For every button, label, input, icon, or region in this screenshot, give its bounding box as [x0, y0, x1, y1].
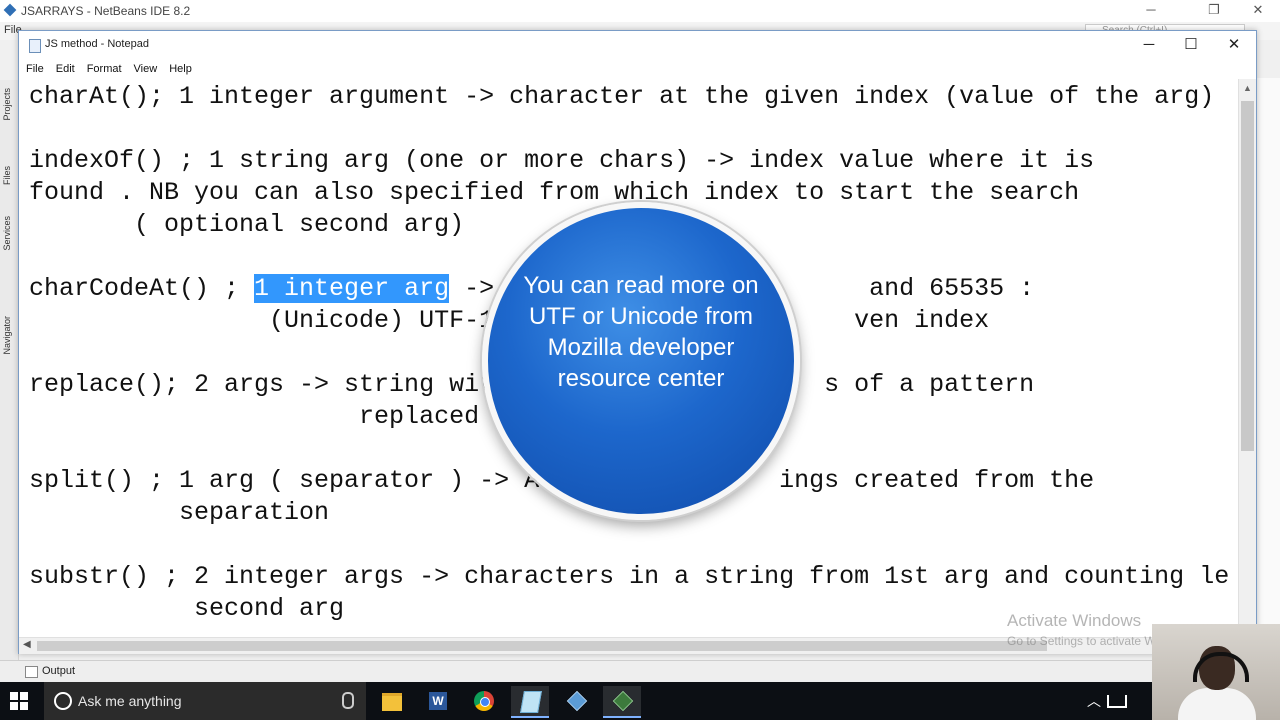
taskbar-cube-app[interactable] — [557, 686, 595, 716]
activate-windows-title: Activate Windows — [1007, 611, 1142, 630]
text-line: ( optional second arg) — [29, 210, 465, 239]
notepad-menubar: File Edit Format View Help — [19, 59, 1256, 79]
text-line: replaced b — [29, 402, 510, 431]
taskbar-search-text: Ask me anything — [78, 693, 182, 709]
output-icon — [25, 666, 38, 678]
webcam-video — [1152, 624, 1280, 720]
netbeans-bottom-bar: Output — [0, 660, 1280, 683]
menu-view[interactable]: View — [133, 63, 158, 75]
network-icon[interactable] — [1107, 695, 1127, 708]
text-line: substr() ; 2 integer args -> characters … — [29, 562, 1230, 591]
folder-icon — [382, 693, 402, 711]
text-line: replace(); 2 args -> string wit s of a p… — [29, 370, 1035, 399]
minimize-icon[interactable]: ─ — [1146, 2, 1156, 17]
text-line: split() ; 1 arg ( separator ) -> A ings … — [29, 466, 1095, 495]
menu-edit[interactable]: Edit — [55, 63, 75, 75]
tab-services[interactable]: Services — [2, 216, 12, 251]
horizontal-scroll-thumb[interactable] — [37, 641, 1047, 651]
notepad-close-button[interactable]: ✕ — [1227, 36, 1241, 53]
tab-output[interactable]: Output — [42, 665, 76, 677]
selected-text[interactable]: 1 integer arg — [254, 274, 450, 303]
tab-projects[interactable]: Projects — [2, 88, 12, 121]
close-icon[interactable]: ✕ — [1252, 2, 1264, 17]
netbeans-right-strip — [1254, 78, 1280, 658]
taskbar-file-explorer[interactable] — [373, 686, 411, 716]
menu-format[interactable]: Format — [86, 63, 122, 75]
info-bubble: You can read more on UTF or Unicode from… — [482, 202, 800, 520]
person-body — [1178, 688, 1256, 720]
notepad-text-area[interactable]: charAt(); 1 integer argument -> characte… — [19, 79, 1237, 637]
text-line: second arg — [29, 594, 345, 623]
netbeans-titlebar: JSARRAYS - NetBeans IDE 8.2 ─ ❐ ✕ — [0, 0, 1280, 23]
text-line: charCodeAt() ; 1 integer arg -> and 6553… — [29, 273, 1034, 305]
netbeans-side-panel: Projects Files Services Navigator — [0, 80, 19, 660]
word-icon: W — [429, 692, 447, 710]
info-bubble-text: You can read more on UTF or Unicode from… — [523, 272, 759, 392]
cortana-icon — [54, 692, 72, 710]
horizontal-scrollbar[interactable]: ◀ — [19, 637, 1238, 654]
taskbar-search-box[interactable]: Ask me anything — [44, 682, 366, 720]
notepad-titlebar: JS method - Notepad ─ ☐ ✕ — [19, 31, 1256, 59]
notepad-minimize-button[interactable]: ─ — [1143, 36, 1155, 53]
notepad-icon — [29, 39, 41, 53]
tab-navigator[interactable]: Navigator — [2, 316, 12, 355]
text-line: (Unicode) UTF-16 ven index — [269, 306, 990, 335]
taskbar-word[interactable]: W — [419, 686, 457, 716]
text-line: charAt(); 1 integer argument -> characte… — [29, 82, 1215, 111]
menu-file[interactable]: File — [26, 63, 44, 75]
vertical-scroll-thumb[interactable] — [1241, 101, 1254, 451]
scroll-left-icon[interactable]: ◀ — [23, 639, 31, 650]
windows-start-icon[interactable] — [10, 692, 28, 710]
text-segment: charCodeAt() ; — [29, 274, 255, 303]
text-line: indexOf() ; 1 string arg (one or more ch… — [29, 146, 1095, 175]
taskbar: Ask me anything W ︿ — [0, 682, 1280, 720]
activate-windows-subtitle: Go to Settings to activate Windows. — [1007, 634, 1197, 648]
chrome-icon — [474, 691, 494, 711]
cube-icon — [566, 690, 588, 712]
taskbar-chrome[interactable] — [465, 686, 503, 716]
chevron-up-icon[interactable]: ︿ — [1087, 693, 1101, 709]
text-line: found . NB you can also specified from w… — [29, 178, 1080, 207]
notepad-app-icon — [520, 691, 542, 713]
tab-files[interactable]: Files — [2, 166, 12, 186]
netbeans-window-title: JSARRAYS - NetBeans IDE 8.2 — [21, 4, 191, 18]
notepad-window: JS method - Notepad ─ ☐ ✕ File Edit Format… — [18, 30, 1257, 654]
text-line: separation — [29, 498, 330, 527]
menu-help[interactable]: Help — [169, 63, 192, 75]
taskbar-netbeans[interactable] — [603, 686, 641, 718]
vertical-scrollbar[interactable]: ▲ — [1238, 79, 1256, 637]
notepad-maximize-button[interactable]: ☐ — [1184, 36, 1198, 53]
scroll-up-icon[interactable]: ▲ — [1243, 83, 1252, 93]
notepad-window-title: JS method - Notepad — [45, 38, 149, 50]
netbeans-app-icon — [612, 690, 634, 712]
headphones-icon — [1193, 652, 1249, 682]
microphone-icon[interactable] — [342, 692, 354, 709]
text-segment: -> and 65535 : — [464, 274, 1035, 303]
netbeans-logo-icon — [3, 3, 17, 17]
netbeans-menu-file[interactable]: File — [4, 24, 22, 36]
restore-icon[interactable]: ❐ — [1208, 2, 1220, 17]
taskbar-notepad[interactable] — [511, 686, 549, 718]
